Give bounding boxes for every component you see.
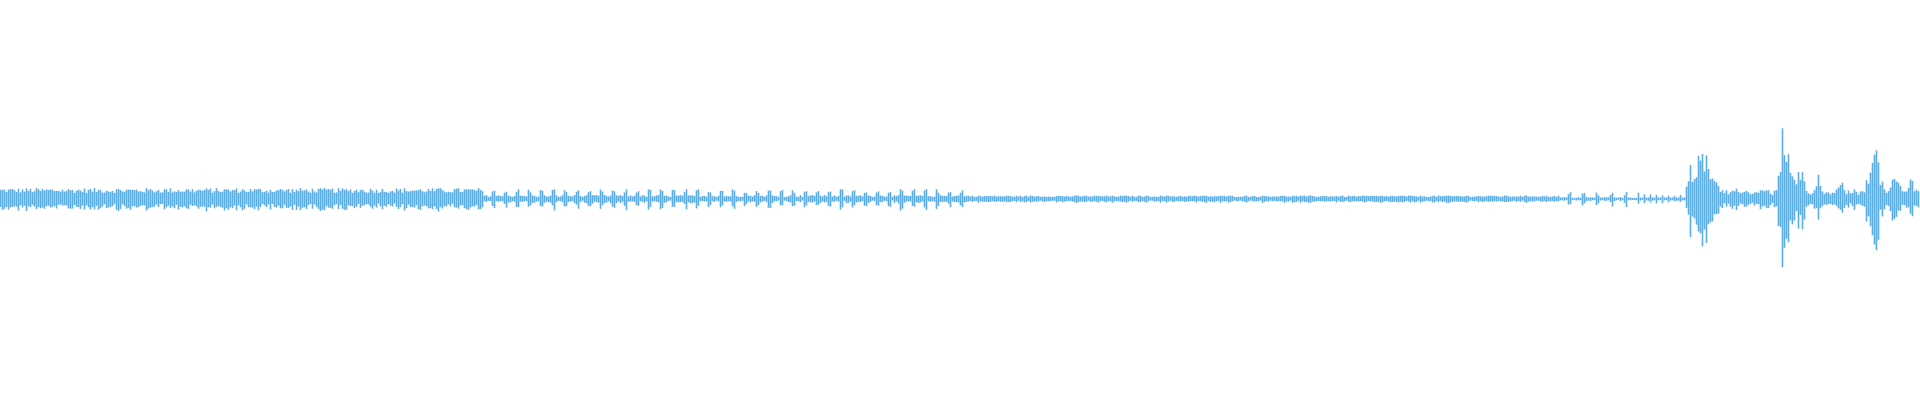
waveform-bars (0, 128, 1920, 268)
